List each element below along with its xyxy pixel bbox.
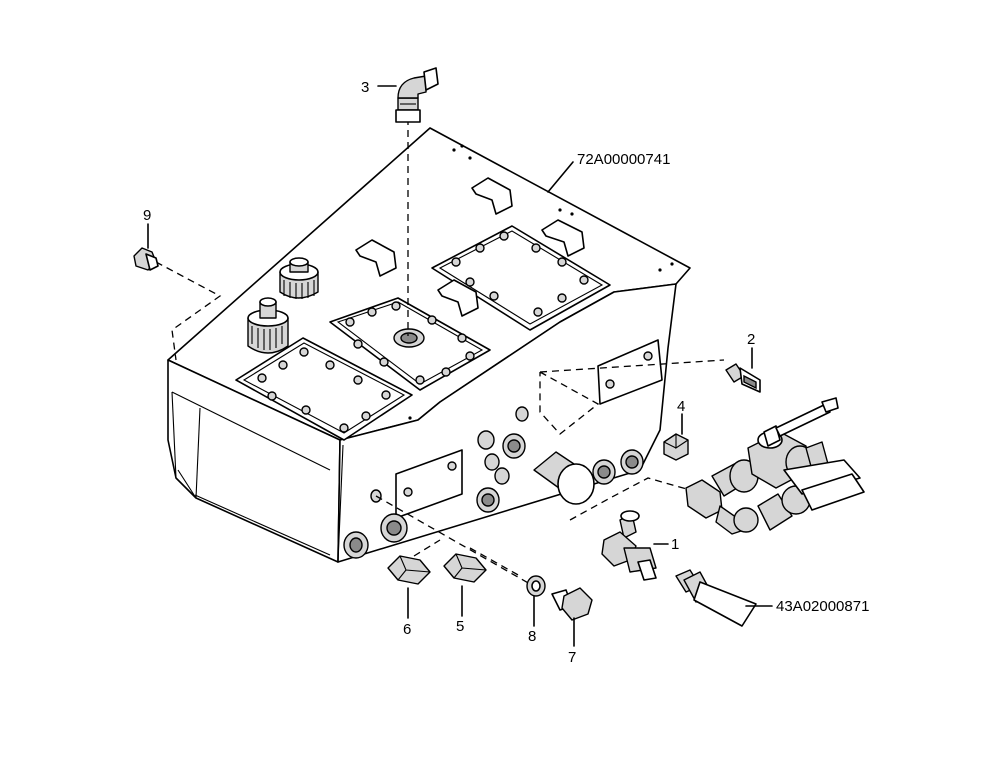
part-5-plug <box>443 553 487 583</box>
front-mount-plate-right <box>597 339 663 405</box>
cover-plate-center <box>329 297 491 391</box>
hose-assembly <box>675 569 757 627</box>
callout-2: 2 <box>747 331 755 348</box>
leader-lines <box>147 85 773 647</box>
cover-plate-right <box>431 225 611 331</box>
front-mount-plate-left <box>395 449 463 519</box>
callout-7: 7 <box>568 649 576 666</box>
callout-6: 6 <box>403 621 411 638</box>
part-3-elbow-fitting <box>395 67 439 123</box>
top-brackets <box>355 177 585 317</box>
part-7-bolt <box>551 587 593 621</box>
callout-3: 3 <box>361 79 369 96</box>
part-4-plug <box>663 433 689 461</box>
part-9-plug <box>133 247 159 271</box>
cover-plate-left <box>235 337 413 441</box>
part-2-sensor <box>725 363 761 393</box>
top-face-holes <box>408 144 674 420</box>
ball-valve-assembly <box>685 397 865 535</box>
filter-cap-rear <box>279 257 319 299</box>
callout-8: 8 <box>528 628 536 645</box>
tank-part-number: 72A00000741 <box>577 151 670 168</box>
filter-cap-front <box>247 297 289 354</box>
callout-1: 1 <box>671 536 679 553</box>
callout-labels: 3 72A00000741 9 2 4 1 6 5 8 7 43A0200087… <box>143 79 869 666</box>
callout-4: 4 <box>677 398 685 415</box>
callout-5: 5 <box>456 618 464 635</box>
assembly-dashed-lines <box>155 118 725 585</box>
port-fittings <box>343 406 644 559</box>
hose-part-number: 43A02000871 <box>776 598 869 615</box>
part-1-tee-fitting <box>601 510 657 581</box>
callout-9: 9 <box>143 207 151 224</box>
part-8-washer <box>526 575 546 597</box>
part-6-plug <box>387 555 431 585</box>
